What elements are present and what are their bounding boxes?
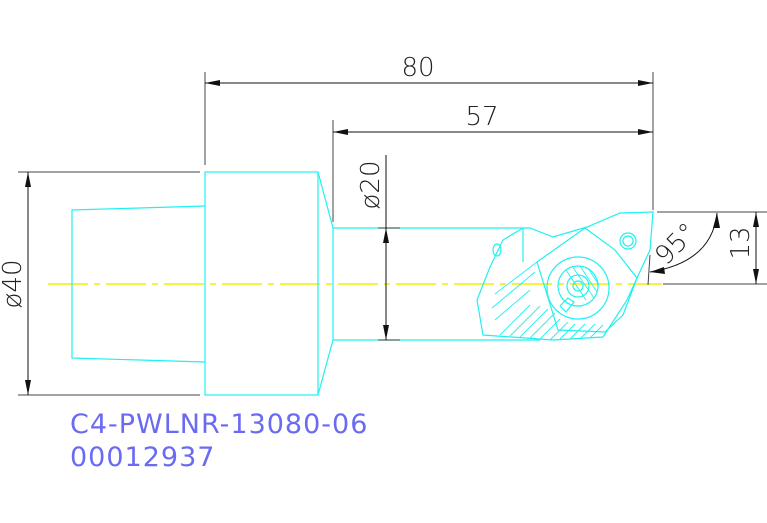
dimension-80: 80 (204, 53, 654, 210)
dimension-dia20: ø20 (332, 155, 400, 341)
dim-57-text: 57 (465, 102, 498, 132)
section-hatch (491, 261, 604, 341)
dim-80-text: 80 (401, 53, 434, 83)
dim-dia40-text: ø40 (0, 260, 28, 309)
tapered-shank-end (71, 205, 206, 363)
cutting-head (476, 211, 654, 341)
coolant-hole (492, 243, 502, 257)
dimension-angle-95: 95° (647, 212, 720, 286)
part-number-label: C4-PWLNR-13080-06 (70, 409, 368, 440)
dimension-13: 13 (657, 211, 767, 285)
tool-body (71, 171, 540, 396)
dimension-57: 57 (332, 102, 653, 222)
dimension-dia40: ø40 (0, 171, 200, 396)
dim-13-text: 13 (726, 226, 756, 259)
flange-chamfer (317, 171, 334, 396)
screw-hole (619, 232, 637, 250)
clamp-circle (546, 256, 610, 320)
head-outline (476, 211, 654, 341)
insert-hexagon (536, 227, 638, 333)
dim-angle-text: 95° (649, 217, 703, 271)
item-code-label: 00012937 (70, 442, 215, 473)
dim-dia20-text: ø20 (356, 161, 386, 210)
flange (204, 171, 319, 396)
